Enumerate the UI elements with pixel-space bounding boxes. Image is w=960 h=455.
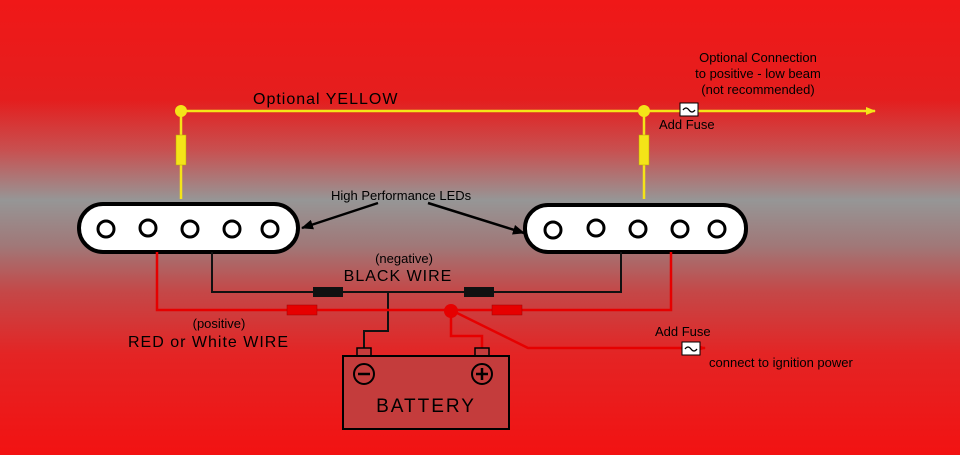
yellow-wire-group bbox=[175, 102, 876, 199]
optional-yellow-label: Optional YELLOW bbox=[253, 91, 398, 108]
yellow-connector-right bbox=[638, 134, 650, 166]
add-fuse-bottom-label: Add Fuse bbox=[655, 324, 711, 339]
black-wire-to-battery bbox=[363, 292, 389, 350]
battery: BATTERY bbox=[342, 347, 510, 430]
black-wire-label: BLACK WIRE bbox=[344, 268, 453, 285]
led-light bbox=[628, 219, 648, 239]
optional-connection-line2: to positive - low beam bbox=[695, 66, 821, 81]
yellow-connector-left bbox=[175, 134, 187, 166]
left-led-bar bbox=[77, 202, 300, 254]
black-connector-right bbox=[464, 287, 494, 297]
black-wire-group bbox=[211, 252, 622, 350]
red-or-white-wire-label: RED or White WIRE bbox=[128, 334, 289, 351]
led-light bbox=[180, 219, 200, 239]
right-led-bar bbox=[523, 203, 748, 254]
red-connector-left bbox=[286, 304, 318, 316]
arrow-to-left-leds bbox=[301, 201, 379, 230]
led-light bbox=[670, 219, 690, 239]
connect-ignition-label: connect to ignition power bbox=[709, 355, 853, 370]
red-wire-to-battery bbox=[449, 310, 484, 350]
negative-label: (negative) bbox=[375, 251, 433, 266]
yellow-junction-right bbox=[638, 105, 650, 117]
battery-label: BATTERY bbox=[376, 396, 476, 417]
red-wire-right bbox=[451, 252, 673, 312]
add-fuse-top-label: Add Fuse bbox=[659, 117, 715, 132]
black-connector-left bbox=[313, 287, 343, 297]
led-light bbox=[96, 219, 116, 239]
optional-connection-line3: (not recommended) bbox=[701, 82, 814, 97]
yellow-junction-left bbox=[175, 105, 187, 117]
red-connector-right bbox=[491, 304, 523, 316]
led-light bbox=[707, 219, 727, 239]
red-wire-to-ignition bbox=[450, 308, 706, 352]
arrow-to-right-leds bbox=[427, 201, 525, 235]
red-junction bbox=[444, 304, 458, 318]
led-light bbox=[260, 219, 280, 239]
red-wire-group bbox=[155, 252, 706, 356]
led-light bbox=[586, 218, 606, 238]
battery-negative-symbol bbox=[353, 363, 375, 385]
high-performance-leds-label: High Performance LEDs bbox=[331, 188, 472, 203]
optional-connection-line1: Optional Connection bbox=[699, 50, 817, 65]
battery-positive-symbol bbox=[471, 363, 493, 385]
led-light bbox=[222, 219, 242, 239]
led-light bbox=[543, 220, 563, 240]
fuse-bottom bbox=[681, 341, 701, 356]
fuse-top bbox=[679, 102, 699, 117]
positive-label: (positive) bbox=[193, 316, 246, 331]
battery-body bbox=[342, 355, 510, 430]
led-light bbox=[138, 218, 158, 238]
red-wire-left bbox=[155, 252, 451, 312]
